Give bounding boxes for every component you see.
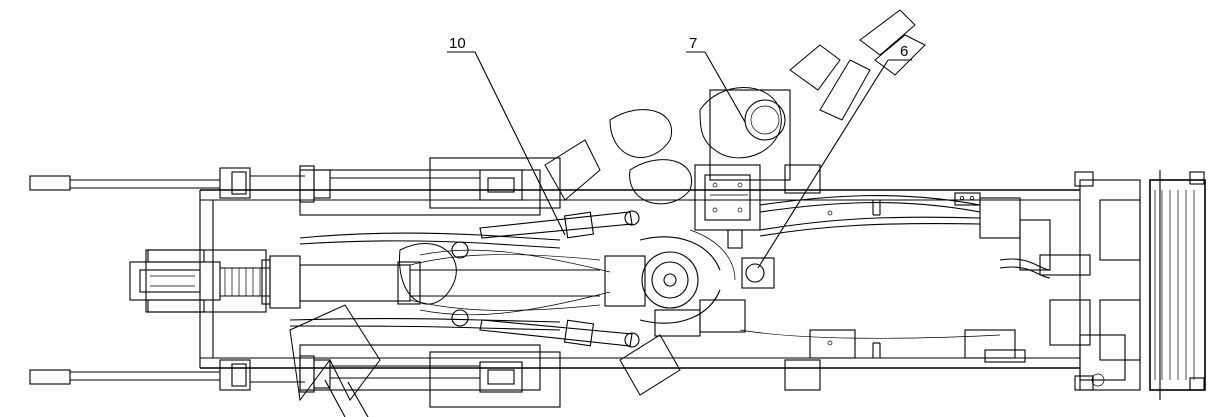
watermark-outline: [289, 9, 926, 402]
rear-powerpack: [979, 170, 1206, 400]
callout-7: 7: [686, 35, 746, 123]
callout-6: 6: [757, 43, 912, 269]
callout-7-label: 7: [689, 35, 697, 52]
hydraulic-pump-unit: [604, 89, 1001, 339]
callout-10: 10: [447, 35, 566, 236]
callout-lower: [324, 379, 369, 417]
mid-chassis: [289, 157, 640, 408]
callout-10-label: 10: [449, 35, 466, 52]
main-frame: [199, 164, 1080, 391]
callout-6-label: 6: [900, 43, 908, 60]
